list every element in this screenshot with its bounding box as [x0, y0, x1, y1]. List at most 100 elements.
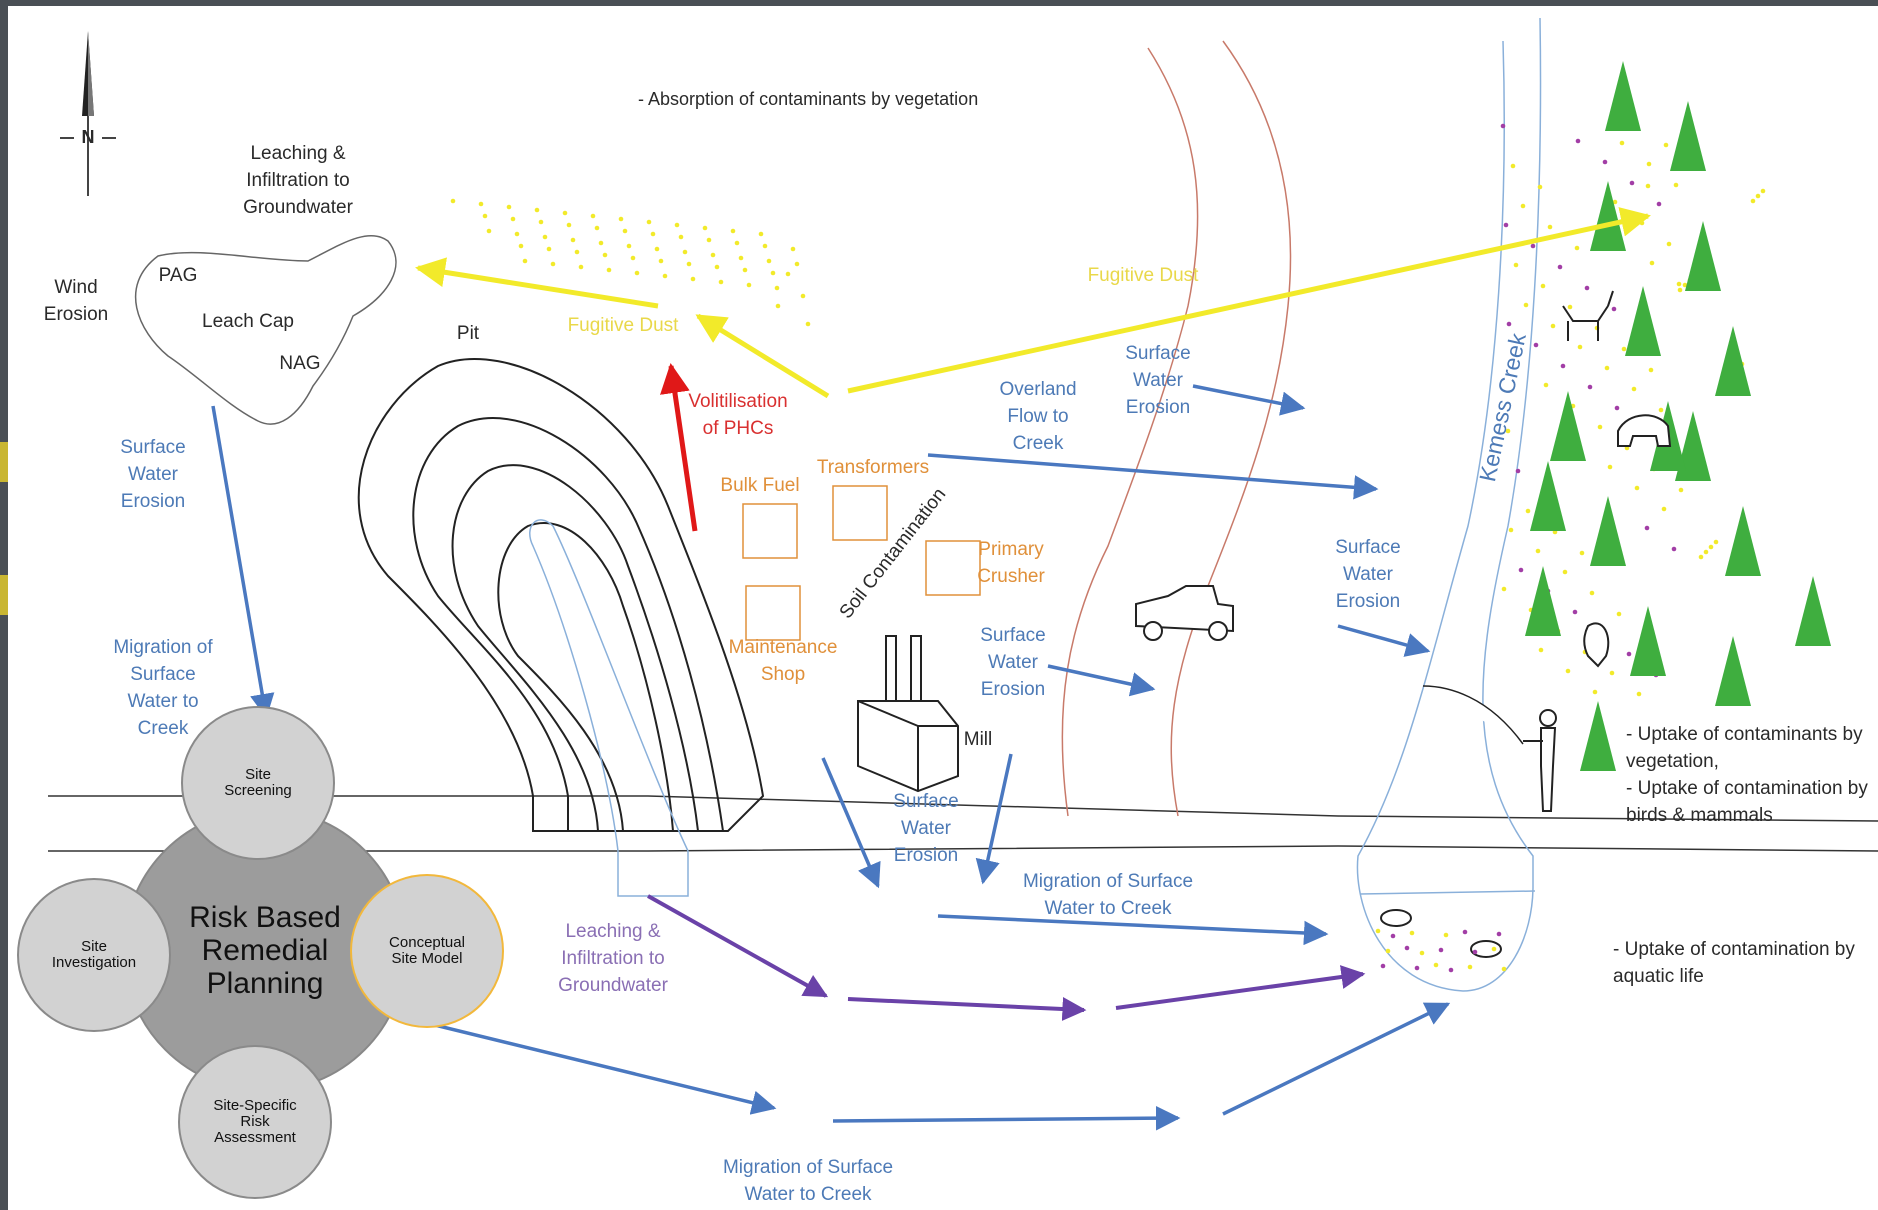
dot-mark [534, 207, 540, 213]
truck-icon [1135, 585, 1234, 641]
sw-arrow-top [1192, 384, 1306, 416]
sidebar-accent [0, 442, 8, 482]
pag-label: PAG [158, 265, 198, 286]
dot-mark [1414, 965, 1420, 971]
dot-mark [1547, 224, 1553, 230]
dot-mark [702, 225, 708, 231]
dot-mark [690, 276, 696, 282]
dot-mark [1592, 689, 1598, 695]
absorption-label: - Absorption of contaminants by vegetati… [638, 89, 979, 109]
volatilisation-label: Volitilisation of PHCs [688, 391, 788, 439]
dot-mark [1501, 586, 1507, 592]
tree-icon [1605, 61, 1641, 131]
dot-mark [1565, 668, 1571, 674]
deer-icon [1562, 290, 1614, 341]
migration-bottom-label: Migration of Surface Water to Creek [722, 1157, 894, 1205]
dot-mark [1678, 487, 1684, 493]
creek-bank-left [1356, 40, 1534, 992]
dot-mark [746, 282, 752, 288]
bear-icon [1617, 414, 1672, 447]
fugitive-dust-label-2: Fugitive Dust [1087, 265, 1199, 286]
dot-mark [650, 231, 656, 237]
dot-mark [1505, 428, 1511, 434]
dot-mark [542, 234, 548, 240]
conceptual-site-model-label: Conceptual Site Model [389, 934, 465, 967]
dot-mark [1538, 647, 1544, 653]
dot-mark [522, 258, 528, 264]
dot-mark [1375, 928, 1381, 934]
dot-mark [1520, 203, 1526, 209]
dot-mark [1611, 306, 1617, 312]
dot-mark [1515, 468, 1521, 474]
sw-erosion-creek-label: Surface Water Erosion [1335, 537, 1401, 612]
tree-icon [1590, 496, 1626, 566]
site-investigation-label: Site Investigation [51, 938, 137, 971]
dot-mark [1661, 506, 1667, 512]
dot-mark [1682, 282, 1688, 288]
fugitive-dust-arrow-mid [695, 313, 830, 399]
dot-mark [626, 243, 632, 249]
dot-mark [1614, 405, 1620, 411]
dot-mark [574, 249, 580, 255]
dot-mark [546, 246, 552, 252]
overland-flow-label: Overland Flow to Creek [999, 379, 1077, 454]
pit-groundwater-channel [529, 519, 689, 897]
dot-mark [1543, 382, 1549, 388]
dot-mark [1703, 549, 1709, 555]
dot-mark [1501, 966, 1507, 972]
sw-arrow-mill [975, 753, 1013, 885]
dot-mark [1658, 407, 1664, 413]
dot-mark [1604, 365, 1610, 371]
transformers-label: Transformers [816, 457, 930, 478]
pit-label: Pit [456, 323, 480, 344]
conceptual-site-model-circle[interactable]: Conceptual Site Model [350, 874, 504, 1028]
site-specific-risk-assessment-circle[interactable]: Site-Specific Risk Assessment [178, 1045, 332, 1199]
dot-mark [1708, 544, 1714, 550]
dot-mark [598, 240, 604, 246]
dot-mark [805, 321, 811, 327]
site-screening-circle[interactable]: Site Screening [181, 706, 335, 860]
nag-label: NAG [279, 353, 321, 374]
tree-icon [1715, 636, 1751, 706]
dot-mark [1433, 962, 1439, 968]
dot-mark [634, 270, 640, 276]
overland-flow-arrow [927, 453, 1379, 500]
dot-mark [1607, 464, 1613, 470]
pond-dots [1375, 928, 1507, 973]
dot-mark [570, 237, 576, 243]
transformers-box [832, 485, 888, 541]
dot-mark [1533, 342, 1539, 348]
dot-mark [1385, 948, 1391, 954]
dot-mark [710, 252, 716, 258]
dot-mark [1419, 950, 1425, 956]
dot-mark [602, 252, 608, 258]
dot-mark [1639, 220, 1645, 226]
dot-mark [1574, 245, 1580, 251]
dot-mark [1634, 485, 1640, 491]
dot-mark [1646, 161, 1652, 167]
dot-mark [1616, 611, 1622, 617]
dot-mark [1698, 554, 1704, 560]
wind-erosion-label: Wind Erosion [43, 277, 109, 325]
dot-mark [682, 249, 688, 255]
groundwater-arrow-3 [1115, 965, 1366, 1010]
dot-mark [1390, 933, 1396, 939]
dot-mark [658, 258, 664, 264]
dot-mark [1503, 222, 1509, 228]
dot-mark [1649, 260, 1655, 266]
dot-mark [794, 261, 800, 267]
dot-mark [1472, 949, 1478, 955]
site-investigation-circle[interactable]: Site Investigation [17, 878, 171, 1032]
maintenance-shop-label: Maintenance Shop [728, 637, 838, 685]
dot-mark [775, 303, 781, 309]
uptake-vegetation-label: - Uptake of contaminants by vegetation, … [1626, 724, 1868, 826]
dot-mark [654, 246, 660, 252]
tree-icon [1715, 326, 1751, 396]
dot-mark [478, 201, 484, 207]
dot-mark [646, 219, 652, 225]
dot-mark [1557, 264, 1563, 270]
dot-mark [450, 198, 456, 204]
creek-bank-right [1482, 17, 1542, 886]
fugitive-dust-arrow-right [847, 207, 1651, 394]
dot-mark [1579, 550, 1585, 556]
